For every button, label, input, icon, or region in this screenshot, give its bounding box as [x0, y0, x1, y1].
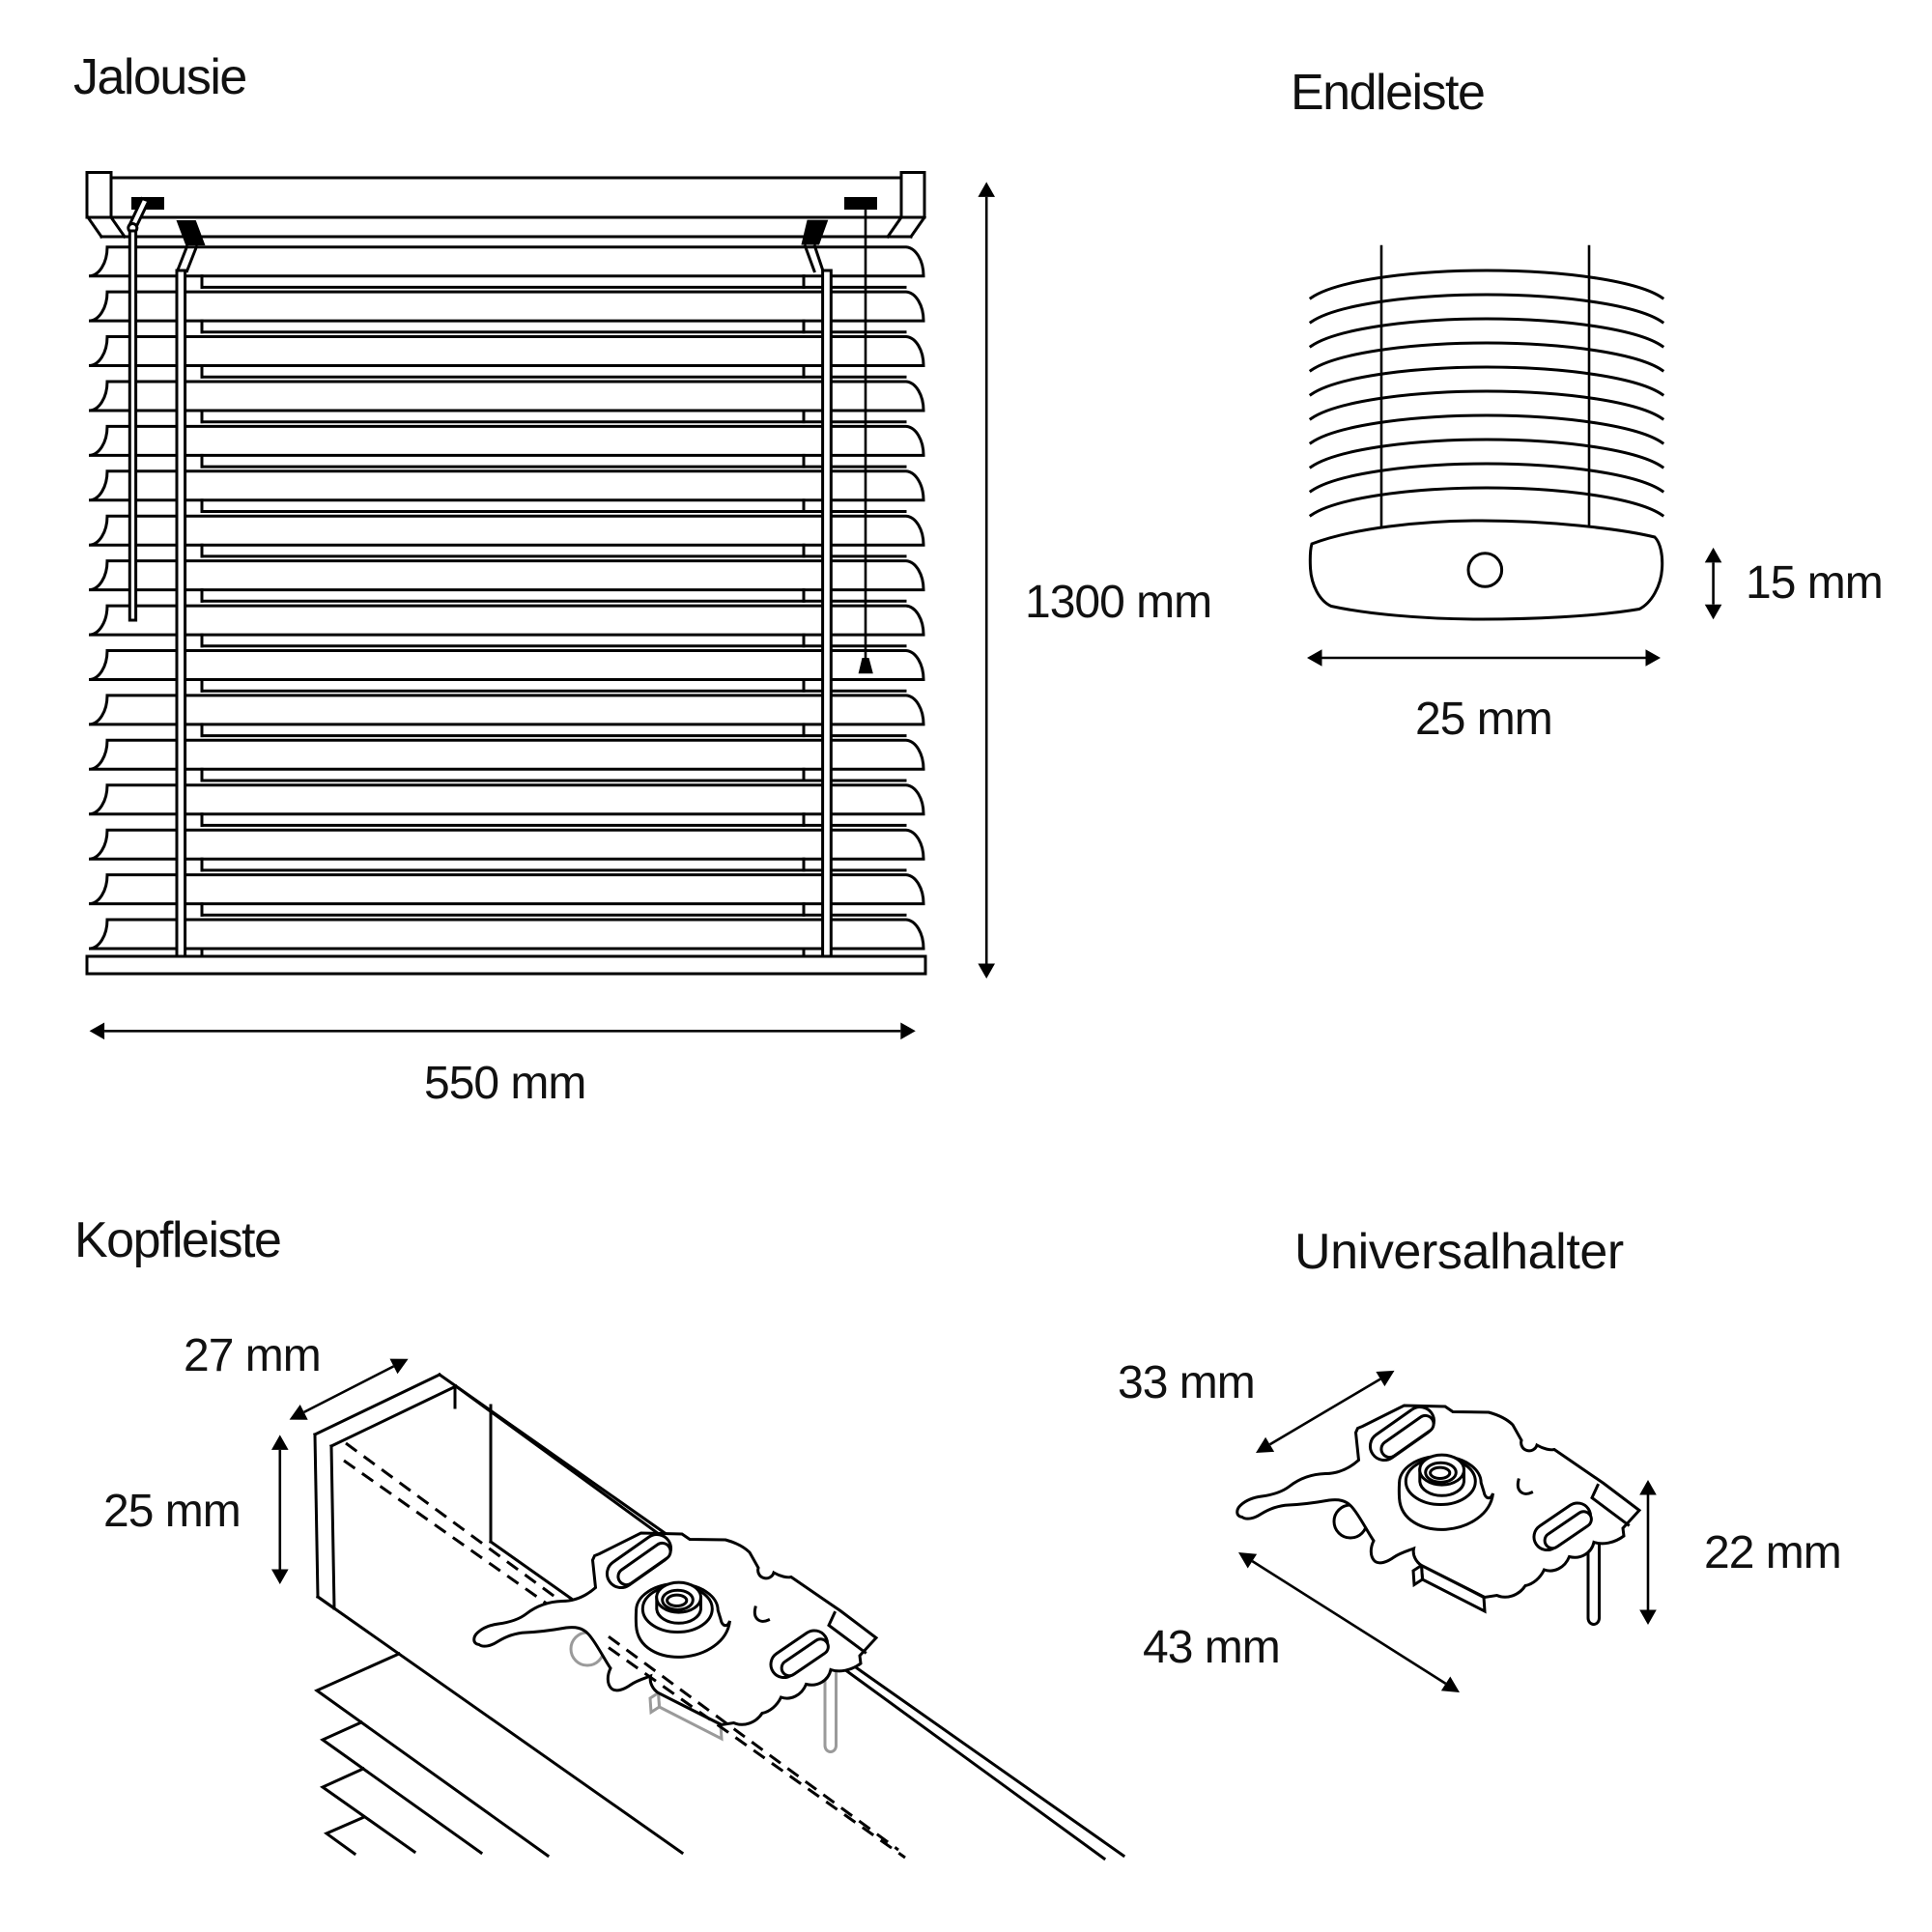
- svg-text:43 mm: 43 mm: [1143, 1622, 1280, 1673]
- svg-text:Jalousie: Jalousie: [73, 49, 246, 105]
- svg-text:Endleiste: Endleiste: [1291, 65, 1484, 121]
- svg-text:550 mm: 550 mm: [424, 1058, 585, 1109]
- svg-text:15 mm: 15 mm: [1746, 557, 1883, 609]
- svg-text:Kopfleiste: Kopfleiste: [74, 1212, 280, 1268]
- svg-text:33 mm: 33 mm: [1118, 1357, 1255, 1408]
- svg-text:Universalhalter: Universalhalter: [1294, 1224, 1624, 1280]
- svg-text:22 mm: 22 mm: [1704, 1527, 1841, 1578]
- svg-text:25 mm: 25 mm: [103, 1486, 241, 1537]
- svg-text:1300 mm: 1300 mm: [1025, 577, 1211, 628]
- svg-text:25 mm: 25 mm: [1415, 694, 1552, 745]
- svg-text:27 mm: 27 mm: [184, 1330, 321, 1381]
